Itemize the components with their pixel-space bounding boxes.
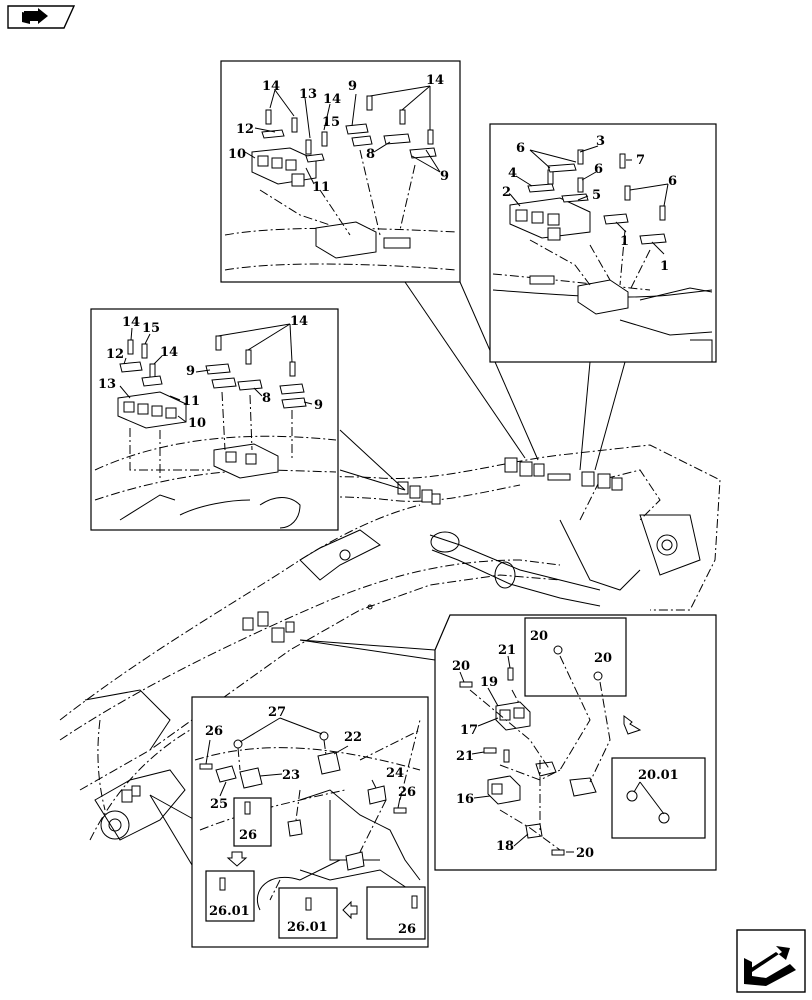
label-18-lr: 18	[496, 839, 514, 854]
label-21-lr-a: 21	[498, 643, 516, 658]
label-12-left: 12	[106, 347, 124, 362]
label-4-right: 4	[508, 166, 517, 181]
label-6-right-c: 6	[668, 174, 677, 189]
label-27-ll: 27	[268, 705, 286, 720]
label-3-right: 3	[596, 134, 605, 149]
label-9-top-a: 9	[348, 79, 357, 94]
label-26-ll-a: 26	[205, 724, 223, 739]
label-22-ll: 22	[344, 730, 362, 745]
label-26-01-ll-b: 26.01	[287, 920, 328, 935]
detail-box-right: 6 3 4 6 7 2 5 6 1 1	[489, 123, 717, 363]
label-21-lr-b: 21	[456, 749, 474, 764]
label-8-left: 8	[262, 391, 271, 406]
label-9-top-b: 9	[440, 169, 449, 184]
label-9-left-a: 9	[186, 364, 195, 379]
plates-left-detail	[119, 361, 307, 409]
leader-lines	[149, 281, 626, 871]
label-14-left-a: 14	[122, 315, 140, 330]
clamps-lower-left	[215, 751, 387, 871]
clamp-block-top-detail	[251, 147, 317, 187]
label-6-right-a: 6	[516, 141, 525, 156]
label-11-top: 11	[312, 180, 330, 195]
label-19-lr: 19	[480, 675, 498, 690]
left-arrow-icon	[342, 900, 358, 920]
label-14-left-c: 14	[290, 314, 308, 329]
inset-box-26-right	[366, 886, 426, 940]
plates-top-detail	[261, 123, 437, 163]
clamps-lower-right	[487, 701, 597, 839]
inset-box-26-01-mid	[278, 887, 338, 939]
label-20-lr-b: 20	[530, 629, 548, 644]
next-page-arrow-icon[interactable]	[736, 929, 806, 993]
label-1-right-a: 1	[620, 234, 629, 249]
label-11-left: 11	[182, 394, 200, 409]
label-15-left: 15	[142, 321, 160, 336]
inset-box-20	[524, 617, 627, 697]
label-1-right-b: 1	[660, 259, 669, 274]
label-26-ll-c: 26	[239, 828, 257, 843]
inset-box-26	[233, 797, 272, 847]
boom-clamp-lower	[121, 785, 141, 803]
label-14-top-c: 14	[426, 73, 444, 88]
label-23-ll: 23	[282, 768, 300, 783]
detail-box-top: 14 13 14 12 15 10 11 9 14 8 9	[220, 60, 461, 283]
label-26-01-ll-a: 26.01	[209, 904, 250, 919]
label-16-lr: 16	[456, 792, 474, 807]
detail-box-lower-left: 27 26 22 23 24 25 26 26 26.01 26.01 26	[191, 696, 429, 948]
down-arrow-icon	[226, 851, 248, 867]
inset-box-26-01-left	[205, 870, 255, 922]
label-12-top: 12	[236, 122, 254, 137]
label-24-ll: 24	[386, 766, 404, 781]
label-20-lr-d: 20	[576, 846, 594, 861]
label-15-top: 15	[322, 115, 340, 130]
label-20-lr-c: 20	[594, 651, 612, 666]
label-10-left: 10	[188, 416, 206, 431]
label-14-left-b: 14	[160, 345, 178, 360]
label-17-lr: 17	[460, 723, 478, 738]
label-13-left: 13	[98, 377, 116, 392]
label-9-left-b: 9	[314, 398, 323, 413]
bolts-lower-right	[459, 645, 670, 856]
book-arrow-icon[interactable]	[7, 5, 76, 29]
label-14-top-b: 14	[323, 92, 341, 107]
label-14-top-a: 14	[262, 79, 280, 94]
boom-clamp-middle	[242, 611, 295, 643]
label-7-right: 7	[636, 153, 645, 168]
detail-box-left: 14 15 12 14 14 9 13 11 10 8 9	[90, 308, 339, 531]
direction-arrow-icon	[623, 715, 642, 735]
label-10-top: 10	[228, 147, 246, 162]
label-2-right: 2	[502, 185, 511, 200]
label-6-right-b: 6	[594, 162, 603, 177]
plates-right-detail	[527, 163, 667, 245]
boom-clamp-right	[504, 457, 623, 491]
boom-assembly-drawing	[59, 444, 721, 841]
label-25-ll: 25	[210, 797, 228, 812]
bolts-top-detail	[265, 95, 434, 155]
label-8-top: 8	[366, 147, 375, 162]
label-26-ll-b: 26	[398, 785, 416, 800]
label-26-ll-d: 26	[398, 922, 416, 937]
label-5-right: 5	[592, 188, 601, 203]
label-13-top: 13	[299, 87, 317, 102]
label-20-lr-a: 20	[452, 659, 470, 674]
detail-box-lower-right: 20 20 21 20 19 17 21 16 18 20 20.01	[434, 614, 717, 871]
label-20-01-lr: 20.01	[638, 768, 679, 783]
clamp-block-right-detail	[509, 197, 591, 241]
